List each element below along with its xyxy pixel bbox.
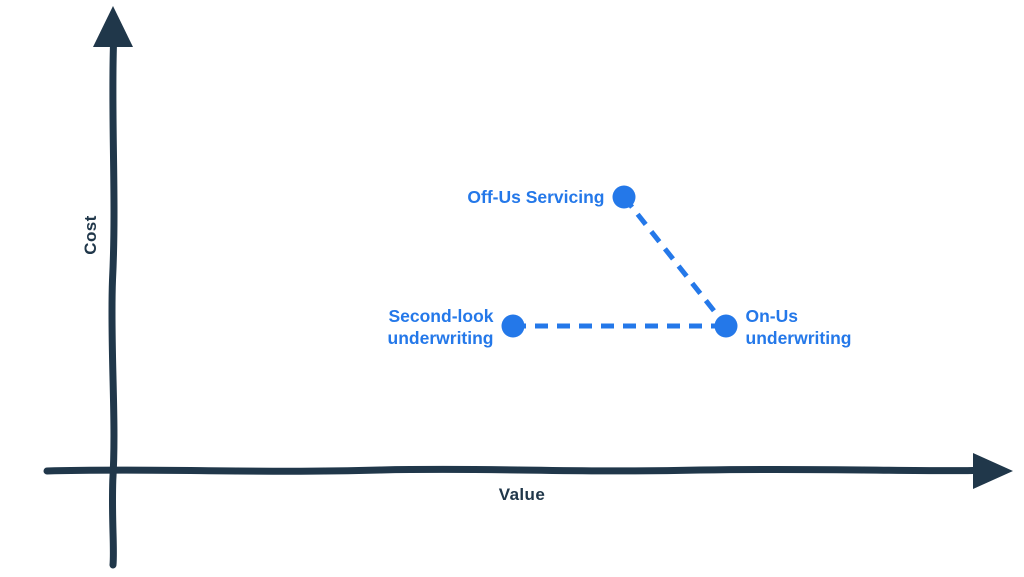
x-axis-line bbox=[43, 465, 977, 475]
axes bbox=[43, 6, 1013, 569]
data-point-second-look-underwriting bbox=[501, 314, 525, 338]
data-point-on-us-underwriting bbox=[714, 314, 738, 338]
y-axis-line bbox=[108, 40, 118, 569]
x-axis-label: Value bbox=[499, 485, 545, 504]
y-axis-arrowhead bbox=[93, 6, 133, 47]
points-layer bbox=[501, 185, 738, 338]
x-axis-arrowhead bbox=[973, 453, 1013, 489]
point-label-off-us-servicing: Off-Us Servicing bbox=[467, 187, 604, 207]
connector-line bbox=[622, 195, 728, 328]
connectors-layer bbox=[513, 195, 728, 329]
y-axis-label: Cost bbox=[81, 215, 100, 254]
data-point-off-us-servicing bbox=[612, 185, 636, 209]
